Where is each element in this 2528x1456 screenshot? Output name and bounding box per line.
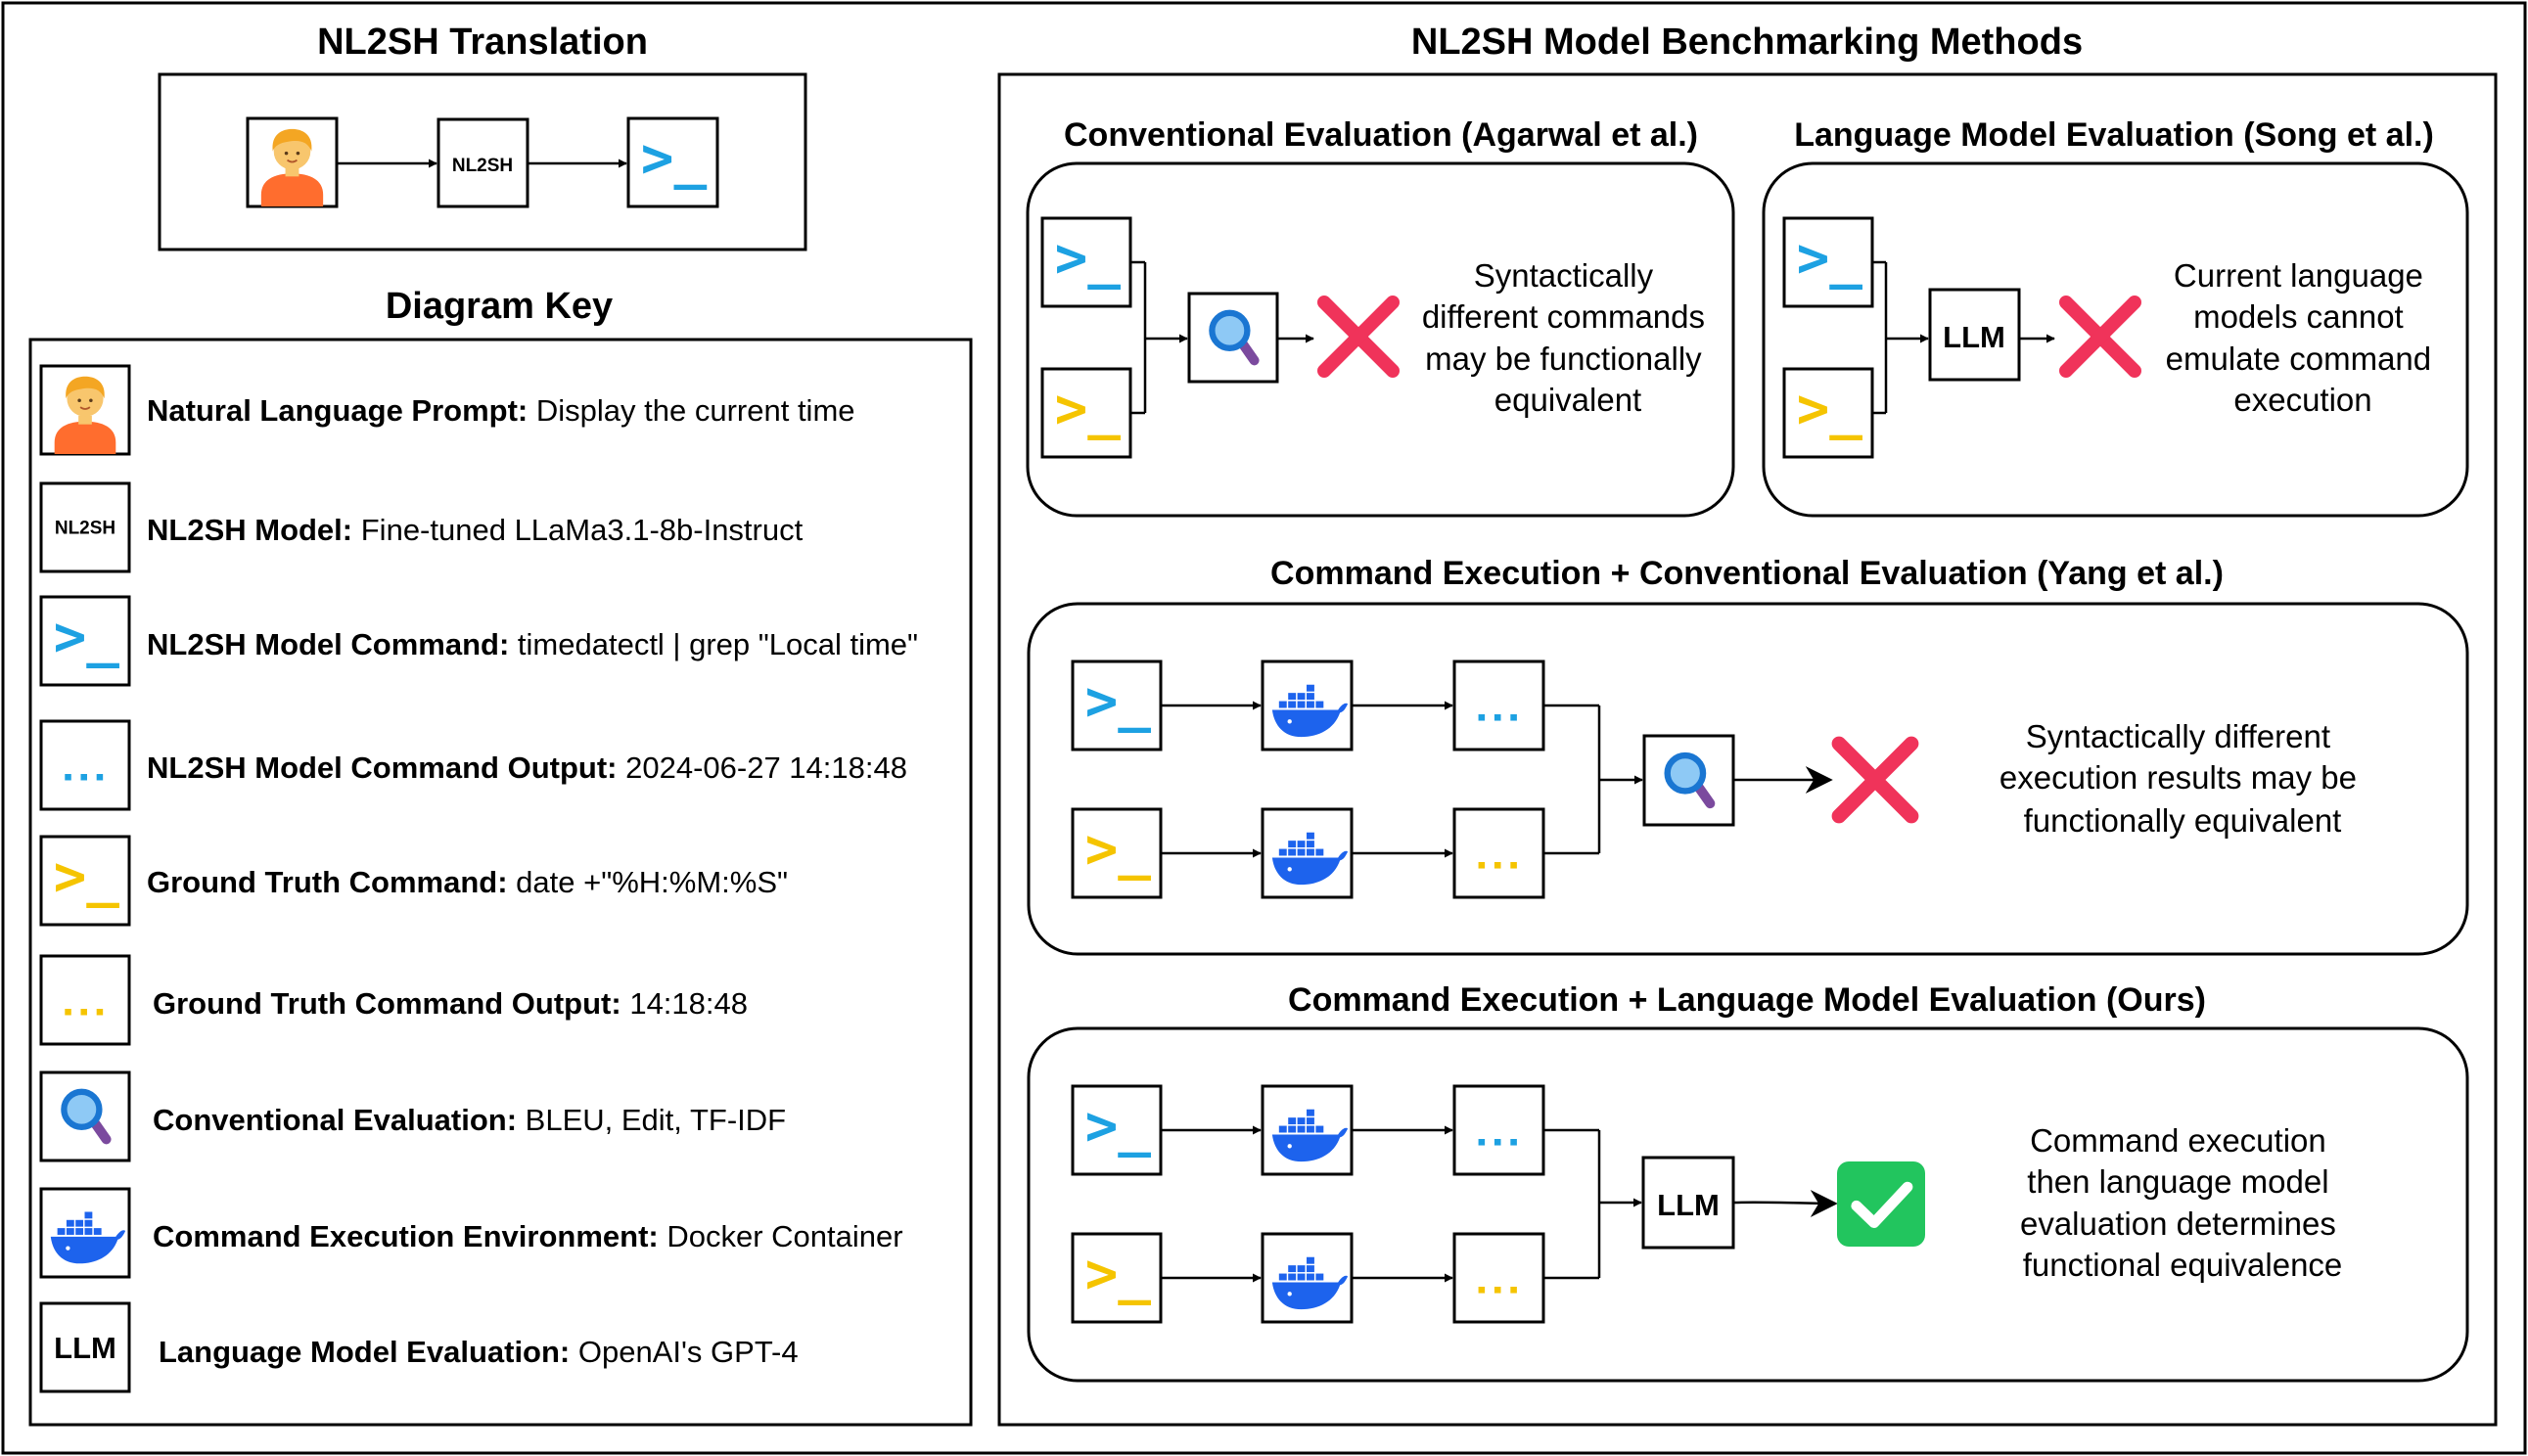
ground-truth-output-icon (39, 954, 131, 1046)
model-command-icon: >_ (626, 116, 719, 208)
ground-truth-output-icon (1452, 807, 1545, 899)
method-description-conventional: Syntactically different commands may be … (1422, 257, 1714, 418)
person-icon-figure (246, 116, 339, 208)
nl2sh-model-label: NL2SH (452, 156, 513, 176)
person-icon (39, 364, 131, 456)
docker-icon (1261, 1084, 1354, 1176)
method-title-execution-conventional: Command Execution + Conventional Evaluat… (1270, 555, 2224, 592)
svg-text:>_: >_ (1085, 669, 1152, 733)
key-item-label: Ground Truth Command Output: 14:18:48 (153, 986, 748, 1021)
method-title-language-model: Language Model Evaluation (Song et al.) (1794, 116, 2434, 154)
ground-truth-command-icon: >_ (1071, 1232, 1163, 1324)
key-item-label: Command Execution Environment: Docker Co… (153, 1219, 903, 1253)
llm-box (1928, 288, 2021, 382)
docker-icon (1261, 1232, 1354, 1324)
fail-cross-icon (2059, 296, 2141, 378)
magnifier-icon (39, 1070, 131, 1162)
docker-icon (1261, 660, 1354, 751)
ground-truth-output-icon (1452, 1232, 1545, 1324)
svg-text:>_: >_ (1085, 817, 1152, 881)
model-command-icon: >_ (1071, 1084, 1163, 1176)
benchmarking-panel (997, 72, 2498, 1427)
svg-text:>_: >_ (54, 605, 120, 668)
svg-text:>_: >_ (641, 126, 708, 190)
person-icon (246, 116, 339, 208)
key-item-label: NL2SH Model Command: timedatectl | grep … (147, 627, 918, 661)
method-panel-ours (1027, 1026, 2469, 1383)
ground-truth-command-icon: >_ (1071, 807, 1163, 899)
model-output-icon (39, 719, 131, 811)
ground-truth-command-icon: >_ (1040, 367, 1132, 459)
ground-truth-command-icon: >_ (39, 835, 131, 927)
fail-cross-icon (1317, 296, 1400, 378)
method-panel-conventional (1026, 161, 1735, 518)
key-item-label: Language Model Evaluation: OpenAI's GPT-… (159, 1335, 799, 1369)
fail-cross-icon (1831, 736, 1919, 824)
svg-text:>_: >_ (1797, 377, 1863, 440)
model-output-icon (1452, 660, 1545, 751)
key-item-label: NL2SH Model: Fine-tuned LLaMa3.1-8b-Inst… (147, 513, 804, 547)
key-panel (28, 338, 973, 1427)
prompt-glyph: >_ (626, 116, 719, 208)
llm-box (1641, 1156, 1735, 1250)
pass-check-icon (1837, 1161, 1925, 1247)
svg-text:NL2SH: NL2SH (55, 519, 115, 539)
method-title-conventional: Conventional Evaluation (Agarwal et al.) (1064, 116, 1698, 154)
translation-title: NL2SH Translation (317, 22, 648, 63)
method-description-execution-conventional: Syntactically different execution result… (1999, 718, 2366, 839)
svg-text:>_: >_ (1085, 1094, 1152, 1158)
llm-icon: LLM (39, 1301, 131, 1393)
model-command-icon: >_ (39, 595, 131, 687)
method-description-ours: Command execution then language model ev… (2020, 1122, 2345, 1283)
svg-text:>_: >_ (1055, 226, 1122, 290)
model-command-icon: >_ (1071, 660, 1163, 751)
magnifier-icon (1642, 734, 1735, 827)
svg-text:>_: >_ (54, 844, 120, 908)
model-output-icon (1452, 1084, 1545, 1176)
key-item-label: Natural Language Prompt: Display the cur… (147, 393, 855, 428)
magnifier-icon (1187, 292, 1279, 384)
method-description-language-model: Current language models cannot emulate c… (2166, 257, 2441, 418)
method-panel-execution-conventional (1027, 602, 2469, 956)
method-title-ours: Command Execution + Language Model Evalu… (1288, 981, 2206, 1019)
svg-text:>_: >_ (1055, 377, 1122, 440)
svg-text:>_: >_ (1797, 226, 1863, 290)
llm-label: LLM (1943, 320, 2005, 354)
key-item-label: Ground Truth Command: date +"%H:%M:%S" (147, 865, 788, 899)
llm-label: LLM (1657, 1188, 1720, 1222)
svg-text:>_: >_ (1085, 1242, 1152, 1305)
key-item-label: NL2SH Model Command Output: 2024-06-27 1… (147, 751, 907, 785)
arrow (1732, 1189, 1838, 1217)
model-command-icon: >_ (1040, 216, 1132, 308)
method-panel-language-model (1762, 161, 2469, 518)
svg-text:LLM: LLM (54, 1331, 116, 1365)
translation-panel (158, 72, 807, 251)
key-item-label: Conventional Evaluation: BLEU, Edit, TF-… (153, 1103, 786, 1137)
nl2sh-model-icon: NL2SH (39, 481, 131, 573)
ground-truth-command-icon: >_ (1782, 367, 1874, 459)
docker-icon (1261, 807, 1354, 899)
docker-icon (39, 1187, 131, 1279)
key-title: Diagram Key (386, 286, 613, 327)
benchmarking-title: NL2SH Model Benchmarking Methods (1411, 22, 2083, 63)
model-command-icon: >_ (1782, 216, 1874, 308)
